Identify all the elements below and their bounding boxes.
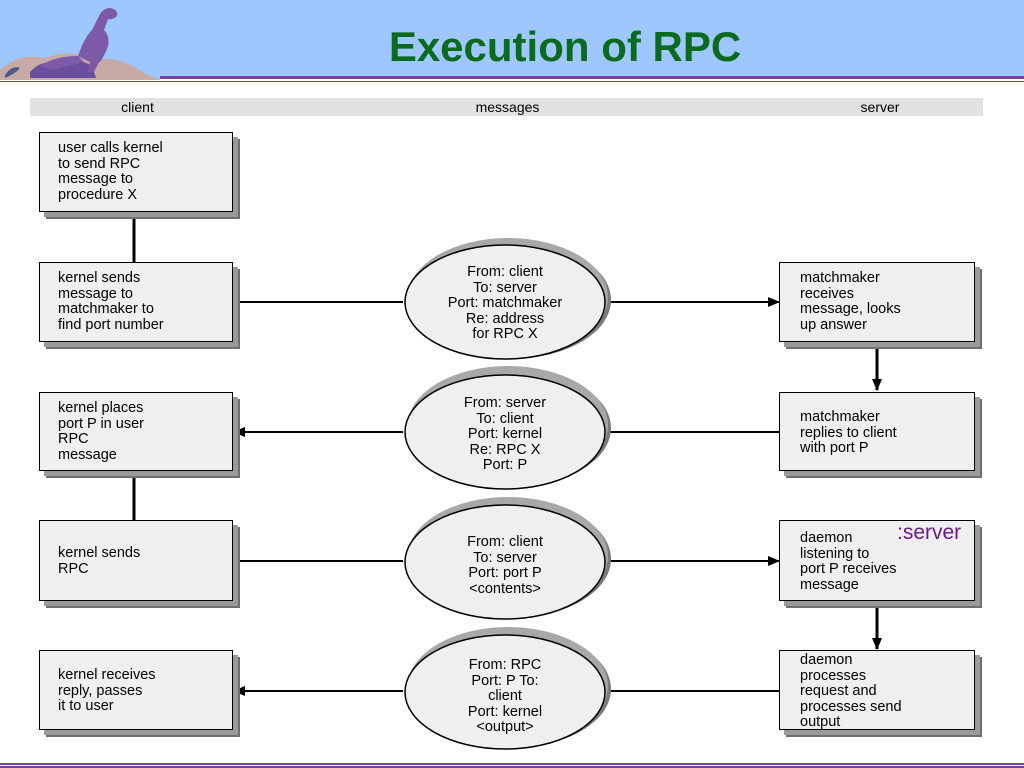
header-divider bbox=[0, 76, 1024, 79]
message-ellipse-4 bbox=[404, 627, 611, 750]
server-annotation: :server bbox=[897, 521, 962, 544]
column-header-messages: messages bbox=[475, 99, 540, 115]
client-box-1: user calls kernel to send RPC message to… bbox=[39, 132, 233, 212]
server-box-3: daemon listening to port P receives mess… bbox=[779, 520, 975, 601]
message-text-2: From: server To: client Port: kernel Re:… bbox=[463, 395, 547, 473]
client-box-5: kernel receives reply, passes it to user bbox=[39, 650, 233, 730]
client-box-4: kernel sends RPC bbox=[39, 520, 233, 601]
footer-divider-thin bbox=[0, 766, 1024, 768]
message-text-4: From: RPC Port: P To: client Port: kerne… bbox=[467, 657, 543, 735]
message-ellipse-2 bbox=[404, 366, 611, 490]
server-box-2: matchmaker replies to client with port P bbox=[779, 392, 975, 471]
footer-divider bbox=[0, 763, 1024, 765]
column-header-server: server bbox=[860, 99, 900, 115]
column-header-bar bbox=[30, 98, 983, 116]
column-header-client: client bbox=[121, 99, 154, 115]
message-ellipse-1 bbox=[404, 238, 611, 360]
message-ellipse-3 bbox=[404, 497, 611, 620]
header-bar bbox=[0, 0, 1024, 76]
dinosaur-logo-icon bbox=[0, 0, 160, 80]
client-box-2: kernel sends message to matchmaker to fi… bbox=[39, 262, 233, 342]
page-title: Execution of RPC bbox=[388, 23, 742, 70]
message-text-3: From: client To: server Port: port P <co… bbox=[467, 534, 543, 597]
server-box-1: matchmaker receives message, looks up an… bbox=[779, 262, 975, 342]
client-box-3: kernel places port P in user RPC message bbox=[39, 392, 233, 471]
header-divider-thin bbox=[0, 81, 1024, 82]
server-box-4: daemon processes request and processes s… bbox=[779, 650, 975, 730]
message-text-1: From: client To: server Port: matchmaker… bbox=[447, 264, 563, 342]
